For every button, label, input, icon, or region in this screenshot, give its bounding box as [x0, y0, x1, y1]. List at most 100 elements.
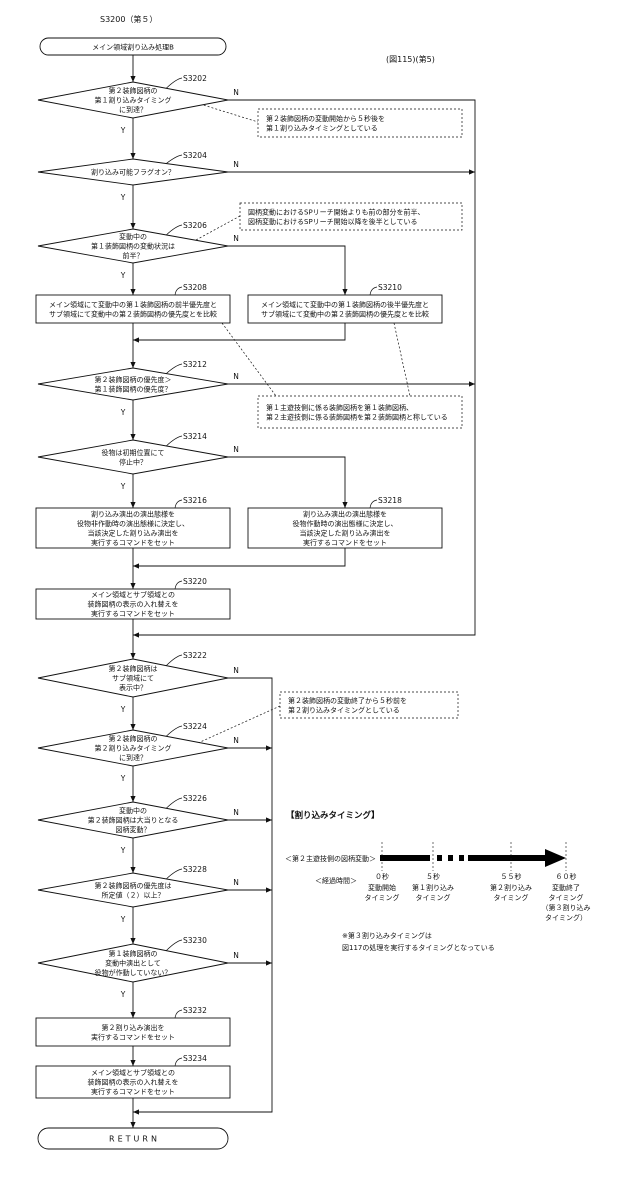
- step-text-line: 当該決定した割り込み演出を: [88, 528, 179, 537]
- process-box: [36, 1018, 230, 1046]
- decision-s3228: 第２装飾図柄の優先度は所定値（２）以上？S3228YN: [38, 865, 239, 924]
- step-number-leader: [175, 581, 182, 589]
- step-text-line: 停止中？: [119, 457, 147, 466]
- yes-branch-label: Y: [120, 705, 126, 714]
- step-number-leader: [166, 798, 182, 808]
- arrowhead: [469, 381, 475, 386]
- step-number: S3222: [183, 651, 207, 660]
- step-text-line: 装飾図柄の表示の入れ替えを: [88, 1078, 179, 1087]
- timing-tick-desc: 変動開始: [368, 883, 396, 892]
- no-branch-label: N: [233, 88, 239, 97]
- note-box: [258, 109, 462, 137]
- arrowhead: [130, 153, 135, 159]
- note-text-line: 第２装飾図柄の変動終了から５秒前を: [288, 696, 407, 705]
- step-text-line: 第２装飾図柄は: [109, 664, 158, 673]
- note-leader-line: [222, 323, 276, 396]
- step-number-leader: [166, 869, 182, 879]
- step-number: S3234: [183, 1054, 207, 1063]
- interrupt-timing-panel: 【割り込みタイミング】＜第２主遊技側の図柄変動＞＜経過時間＞０秒変動開始タイミン…: [285, 810, 591, 952]
- timing-tick-desc: タイミング: [365, 893, 400, 902]
- no-branch-label: N: [233, 372, 239, 381]
- step-number-leader: [166, 364, 182, 374]
- step-text-line: 図柄変動？: [116, 825, 151, 834]
- no-branch-label: N: [233, 234, 239, 243]
- timeline-gap-dot: [459, 855, 464, 861]
- note-text-line: 第１割り込みタイミングとしている: [266, 123, 378, 132]
- note-text-line: 図柄変動におけるSPリーチ開始以降を後半としている: [248, 217, 417, 226]
- elapsed-time-label: ＜経過時間＞: [315, 876, 357, 885]
- decision-diamond: [38, 368, 228, 400]
- process-box: [36, 295, 230, 323]
- step-number: S3202: [183, 74, 207, 83]
- arrowhead: [133, 337, 139, 342]
- timing-tick-time: ５秒: [426, 872, 440, 881]
- arrowhead: [130, 1060, 135, 1066]
- step-number-leader: [166, 726, 182, 736]
- yes-branch-label: Y: [120, 408, 126, 417]
- note-n4: 第２装飾図柄の変動終了から５秒前を第２割り込みタイミングとしている: [280, 692, 458, 718]
- no-branch-label: N: [233, 808, 239, 817]
- note-leader-line: [394, 323, 410, 396]
- arrowhead: [130, 867, 135, 873]
- start-terminal-label: メイン領域割り込み処理B: [92, 43, 174, 52]
- note-box: [240, 203, 462, 230]
- yes-branch-label: Y: [120, 126, 126, 135]
- step-text-line: 当該決定した割り込み演出を: [300, 528, 391, 537]
- timing-tick-desc: タイミング: [494, 893, 529, 902]
- step-text-line: 変動中の: [119, 232, 147, 241]
- step-number-leader: [175, 1010, 182, 1018]
- step-number-leader: [166, 225, 182, 235]
- step-text-line: に到達？: [119, 753, 147, 762]
- step-number: S3218: [378, 496, 402, 505]
- step-number-leader: [175, 287, 182, 295]
- decision-s3214: 役物は初期位置にて停止中？S3214YN: [38, 432, 239, 491]
- return-terminal: RETURN: [38, 1128, 228, 1149]
- arrowhead: [133, 1109, 139, 1114]
- timing-tick-desc: タイミング: [416, 893, 451, 902]
- step-text-line: 第２割り込み演出を: [102, 1023, 165, 1032]
- step-text-line: 役物が作動していない？: [95, 968, 172, 977]
- timing-tick: ５秒第１割り込みタイミング: [412, 842, 454, 902]
- timing-title: 【割り込みタイミング】: [286, 810, 380, 821]
- program-label: S3200（第５）: [100, 14, 157, 24]
- decision-s3224: 第２装飾図柄の第２割り込みタイミングに到達？S3224YN: [38, 722, 239, 783]
- step-text-line: 表示中？: [119, 683, 147, 692]
- step-text-line: 第２装飾図柄は大当りとなる: [88, 816, 179, 825]
- arrowhead: [133, 563, 139, 568]
- yes-branch-label: Y: [120, 990, 126, 999]
- timeline-gap-dot: [437, 855, 442, 861]
- note-n2: 図柄変動におけるSPリーチ開始よりも前の部分を前半、図柄変動におけるSPリーチ開…: [240, 203, 462, 230]
- step-number: S3204: [183, 151, 207, 160]
- step-number: S3232: [183, 1006, 207, 1015]
- step-number-leader: [166, 655, 182, 666]
- step-text-line: 所定値（２）以上？: [102, 890, 165, 899]
- step-text-line: 実行するコマンドをセット: [91, 538, 175, 547]
- step-text-line: メイン領域にて変動中の第１装飾図柄の後半優先度と: [261, 300, 429, 309]
- arrowhead: [130, 434, 135, 440]
- arrowhead: [342, 289, 347, 295]
- timing-tick-desc: タイミング: [549, 893, 584, 902]
- step-text-line: 第１割り込みタイミング: [95, 96, 172, 105]
- step-text-line: 実行するコマンドをセット: [91, 1032, 175, 1041]
- step-text-line: 役物作動時の演出態様に決定し、: [293, 519, 398, 528]
- timing-row-label: ＜第２主遊技側の図柄変動＞: [285, 854, 376, 863]
- arrowhead: [266, 745, 272, 750]
- timing-tick-time: ０秒: [375, 872, 389, 881]
- timeline-bar-end: [468, 855, 546, 861]
- timing-tick-time: ６０秒: [556, 872, 577, 881]
- arrowhead: [266, 887, 272, 892]
- note-text-line: 第２装飾図柄の変動開始から５秒後を: [266, 114, 385, 123]
- step-number: S3208: [183, 283, 207, 292]
- timing-tick-desc: 第１割り込み: [412, 883, 454, 892]
- note-text-line: 第２割り込みタイミングとしている: [288, 705, 400, 714]
- timing-tick-time: ５５秒: [501, 872, 522, 881]
- arrowhead: [130, 1012, 135, 1018]
- note-n1: 第２装飾図柄の変動開始から５秒後を第１割り込みタイミングとしている: [258, 109, 462, 137]
- step-text-line: メイン領域とサブ領域との: [91, 1068, 175, 1077]
- decision-s3206: 変動中の第１装飾図柄の変動状況は前半？S3206YN: [38, 221, 239, 280]
- step-number-leader: [175, 500, 182, 508]
- process-box: [248, 295, 442, 323]
- decision-diamond: [38, 440, 228, 474]
- arrowhead: [130, 653, 135, 659]
- start-terminal: メイン領域割り込み処理B: [40, 38, 226, 55]
